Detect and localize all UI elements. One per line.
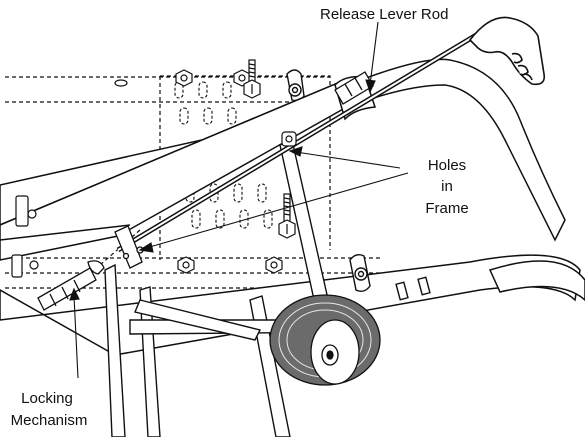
release-lever-rod — [116, 25, 490, 253]
rod-pin — [281, 131, 297, 147]
label-in: in — [441, 178, 453, 195]
lever-handle-grip — [468, 16, 546, 86]
label-mechanism: Mechanism — [11, 412, 88, 429]
bolt-top — [243, 59, 261, 99]
label-frame: Frame — [425, 200, 468, 217]
label-locking: Locking — [21, 390, 73, 407]
deck-nuts — [114, 69, 283, 274]
handle-wheel-bracket — [349, 253, 431, 301]
label-holes: Holes — [428, 157, 466, 174]
frame-hole-markers — [11, 195, 39, 278]
callout-leaders — [69, 21, 409, 379]
callout-labels: Release Lever Rod Holes in Frame Locking… — [11, 6, 469, 429]
rear-handle-bracket — [286, 69, 305, 102]
support-struts — [104, 139, 371, 438]
label-release-lever-rod: Release Lever Rod — [320, 6, 448, 23]
wheel — [269, 294, 381, 386]
